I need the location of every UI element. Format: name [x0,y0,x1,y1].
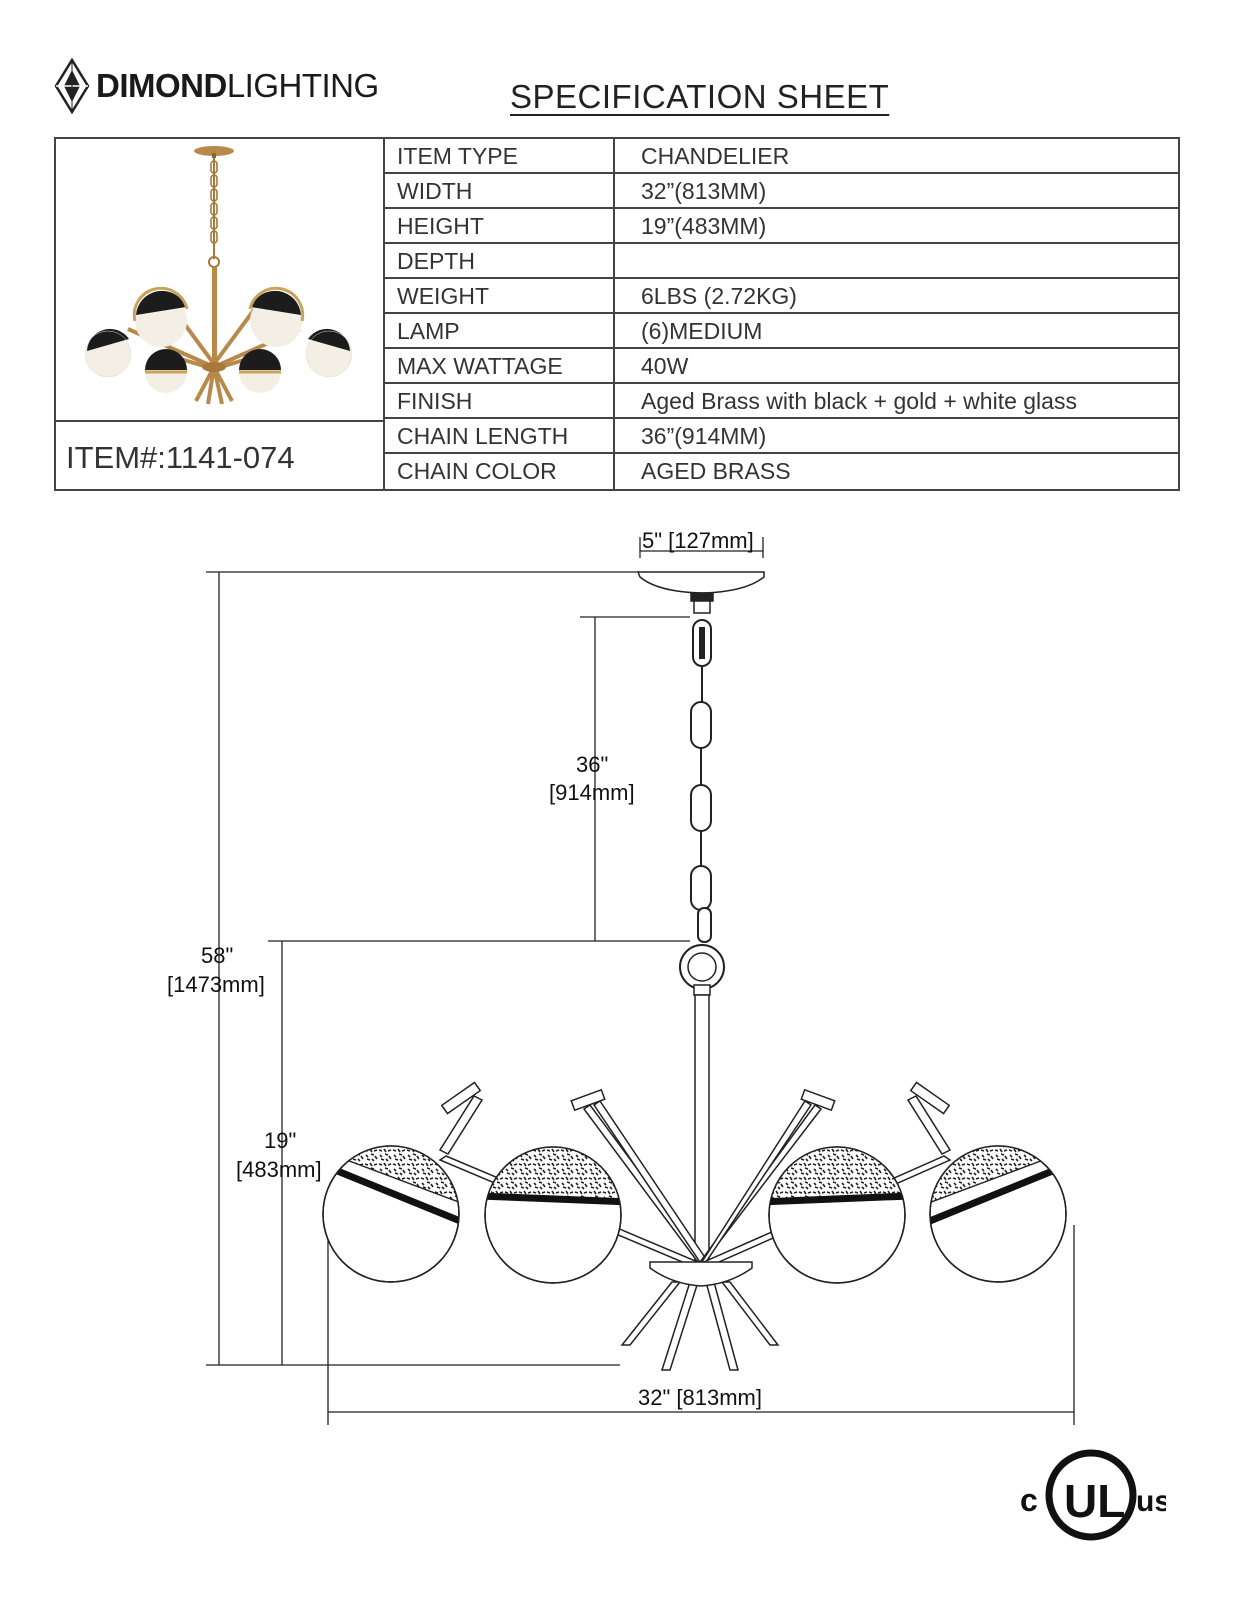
spec-rows: ITEM TYPE CHANDELIER WIDTH 32”(813MM) HEIG… [385,139,1178,489]
spec-value: 40W [641,353,689,379]
canopy-dimension: 5" [127mm] [642,528,754,553]
chain-dimension-mm: [914mm] [549,780,635,805]
spec-row: CHAIN LENGTH 36”(914MM) [385,419,1178,454]
fixture-height-mm: [483mm] [236,1157,322,1182]
spec-row: WEIGHT 6LBS (2.72KG) [385,279,1178,314]
spec-row: LAMP (6)MEDIUM [385,314,1178,349]
ul-us-label: us [1136,1485,1166,1518]
overall-height-mm: [1473mm] [167,972,265,997]
chain-dimension-in: 36" [576,752,608,777]
spec-label: ITEM TYPE [385,139,615,172]
spec-label: CHAIN COLOR [385,454,615,489]
product-photo [56,139,385,422]
spec-row: HEIGHT 19”(483MM) [385,209,1178,244]
fixture-height-in: 19" [264,1128,296,1153]
page-title: SPECIFICATION SHEET [510,78,890,115]
spec-label: WIDTH [385,174,615,207]
spec-value: 6LBS (2.72KG) [641,283,797,309]
spec-value: CHANDELIER [641,143,790,169]
spec-label: MAX WATTAGE [385,349,615,382]
brand-logo: DIMONDLIGHTING [52,58,379,114]
item-number-cell: ITEM#:1141-074 [56,422,385,489]
center-stem [694,994,710,1266]
spec-row: ITEM TYPE CHANDELIER [385,139,1178,174]
hub-drawing [649,1261,753,1287]
brand-name: DIMONDLIGHTING [96,67,379,104]
spec-row: MAX WATTAGE 40W [385,349,1178,384]
spec-row: WIDTH 32”(813MM) [385,174,1178,209]
overall-height-in: 58" [201,943,233,968]
spec-value: 36”(914MM) [641,423,767,449]
spec-label: DEPTH [385,244,615,277]
spec-label: WEIGHT [385,279,615,312]
spec-value: (6)MEDIUM [641,318,763,344]
spec-label: HEIGHT [385,209,615,242]
spec-label: CHAIN LENGTH [385,419,615,452]
diamond-logo-icon [54,58,90,114]
spec-value: 19”(483MM) [641,213,767,239]
spec-table: ITEM#:1141-074 ITEM TYPE CHANDELIER WIDTH… [54,137,1180,491]
chandelier-photo-image [84,146,353,405]
ul-certification-icon: c us UL [1020,1449,1166,1541]
ul-c-label: c [1020,1482,1038,1518]
spec-row: DEPTH [385,244,1178,279]
ul-mark-label: UL [1064,1475,1125,1527]
spec-value: AGED BRASS [641,458,791,484]
spec-label: FINISH [385,384,615,417]
chain-drawing [690,619,712,943]
spec-value: Aged Brass with black + gold + white gla… [641,388,1077,414]
spec-label: LAMP [385,314,615,347]
spec-row: CHAIN COLOR AGED BRASS [385,454,1178,489]
width-dimension: 32" [813mm] [638,1385,762,1410]
item-number: ITEM#:1141-074 [66,440,295,475]
spec-row: FINISH Aged Brass with black + gold + whi… [385,384,1178,419]
spec-value: 32”(813MM) [641,178,767,204]
globes-drawing [322,1145,1067,1284]
canopy-drawing [636,571,765,614]
dimension-lines [206,537,1075,1425]
